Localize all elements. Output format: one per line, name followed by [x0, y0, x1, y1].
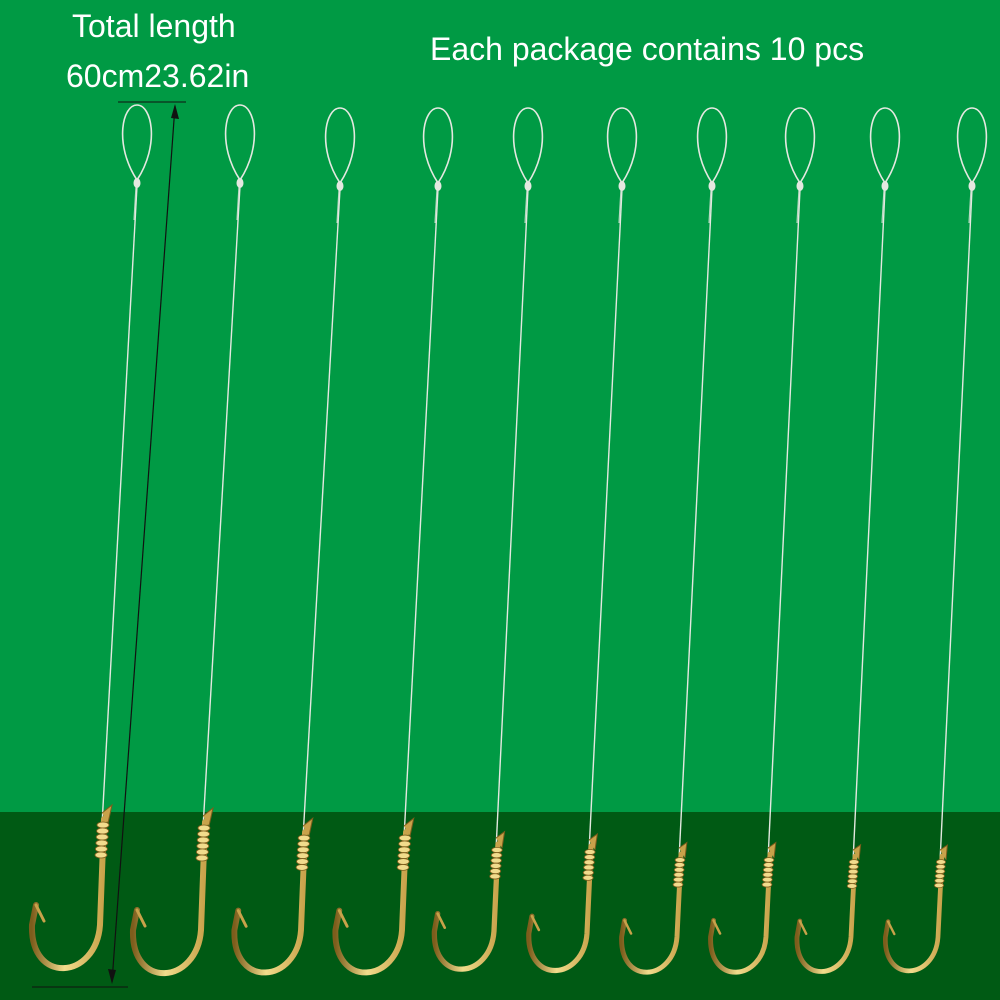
length-value-label: 60cm23.62in — [66, 58, 250, 94]
hook-leader-1 — [28, 104, 153, 972]
line-loop — [956, 107, 988, 184]
line-loop — [869, 107, 901, 184]
hook — [332, 817, 415, 976]
line-loop — [784, 107, 816, 184]
leader-line — [101, 185, 138, 826]
hook — [619, 841, 688, 975]
dimension-indicator — [32, 101, 186, 988]
line-loop — [224, 104, 256, 181]
leader-line — [767, 188, 801, 861]
knot — [133, 178, 141, 188]
knot — [336, 181, 344, 191]
hook — [231, 817, 314, 976]
line-loop — [121, 104, 153, 181]
line-loop — [696, 107, 728, 184]
line-loop — [512, 107, 544, 184]
leader-line — [202, 185, 241, 829]
leader-line — [939, 188, 973, 863]
knot — [434, 181, 442, 191]
knot — [524, 181, 532, 191]
hook — [28, 803, 113, 972]
hook-leader-10 — [883, 107, 988, 974]
leader-line — [678, 188, 713, 861]
hook — [129, 806, 214, 977]
hook-leader-8 — [708, 107, 816, 975]
line-loop — [422, 107, 454, 184]
knot — [796, 181, 804, 191]
background-green — [0, 0, 1000, 812]
knot — [881, 181, 889, 191]
line-loop — [606, 107, 638, 184]
knot — [618, 181, 626, 191]
leader-line — [403, 188, 439, 839]
leader-line — [852, 188, 886, 863]
hook-leader-9 — [794, 107, 901, 974]
hook — [794, 843, 862, 974]
package-note-label: Each package contains 10 pcs — [430, 31, 865, 67]
hook-leader-2 — [129, 104, 256, 977]
hook-leader-7 — [619, 107, 728, 975]
hook-leader-5 — [431, 107, 544, 972]
hook — [883, 844, 948, 974]
knot — [236, 178, 244, 188]
knot — [708, 181, 716, 191]
hook — [431, 830, 506, 972]
hook-leader-6 — [526, 107, 638, 973]
line-loop — [324, 107, 356, 184]
leader-line — [302, 188, 341, 839]
leader-line — [495, 188, 529, 851]
hook-leader-3 — [231, 107, 356, 976]
total-length-label: Total length — [72, 8, 236, 44]
hook-leader-4 — [332, 107, 454, 976]
hook — [526, 832, 598, 973]
leader-line — [588, 188, 623, 853]
knot — [968, 181, 976, 191]
hook — [708, 841, 777, 975]
